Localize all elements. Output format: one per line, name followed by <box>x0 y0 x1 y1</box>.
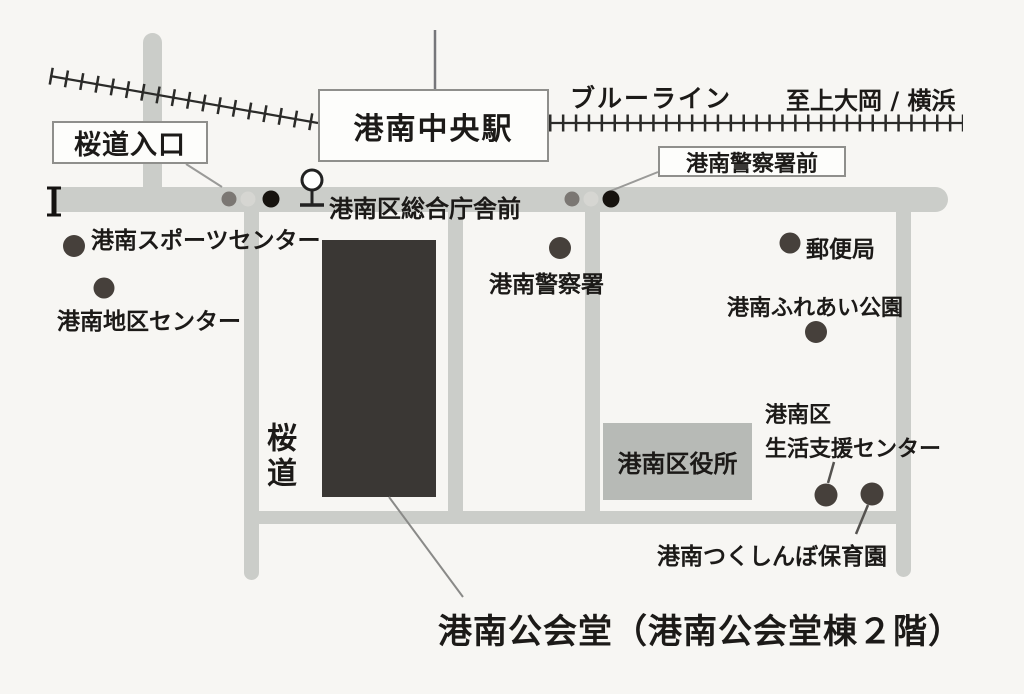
dot-sports-center <box>63 235 85 257</box>
pointer-nursery <box>854 504 870 535</box>
pointer-sakuramichi-entrance <box>185 163 223 188</box>
road-end-marker-icon <box>47 186 61 217</box>
building-konan-public-hall <box>322 240 436 497</box>
sogochosha-stop-label: 港南区総合庁舎前 <box>329 195 521 223</box>
pointer-police-bus-stop <box>607 171 659 193</box>
bus-stop-dots-sogochosha <box>221 190 280 208</box>
bus-dot-black <box>262 190 280 208</box>
police-bus-stop-label: 港南警察署前 <box>685 151 818 177</box>
bus-dot-light <box>583 191 599 207</box>
nursery-label: 港南つくしんぼ保育園 <box>657 544 887 570</box>
dot-fureai-park <box>805 321 827 343</box>
district-center-label: 港南地区センター <box>57 309 241 335</box>
road-bottom-horizontal <box>245 511 911 524</box>
bus-dot-light <box>240 191 256 207</box>
station-box: 港南中央駅 <box>318 89 549 162</box>
ward-office-label: 港南区役所 <box>617 450 738 478</box>
support-center-label: 港南区 生活支援センター <box>765 399 941 467</box>
sakuramichi-entrance-box: 桜道入口 <box>52 121 208 164</box>
dot-support-center <box>814 483 838 507</box>
support-center-line2: 生活支援センター <box>765 437 942 462</box>
map-title: 港南公会堂（港南公会堂棟２階） <box>438 612 963 652</box>
support-center-line1: 港南区 <box>765 403 832 428</box>
direction-label: 至上大岡 / 横浜 <box>786 87 956 115</box>
bus-stop-pole-icon <box>300 168 324 207</box>
road-sakuramichi <box>244 199 259 580</box>
road-middle-vertical-2 <box>585 206 600 523</box>
road-right-vertical <box>896 206 911 577</box>
ward-office-box: 港南区役所 <box>603 423 752 500</box>
bus-dot-black <box>602 190 620 208</box>
road-main-horizontal <box>56 187 948 212</box>
dot-district-center <box>93 277 115 299</box>
pointer-konan-public-hall <box>388 496 464 598</box>
bus-stop-dots-keisatsusho <box>564 190 620 208</box>
pointer-support-center <box>826 461 836 484</box>
bus-dot-gray <box>221 191 237 207</box>
blueline-label: ブルーライン <box>570 84 733 113</box>
sports-center-label: 港南スポーツセンター <box>91 228 321 254</box>
post-office-label: 郵便局 <box>806 237 875 263</box>
police-bus-stop-box: 港南警察署前 <box>658 146 846 177</box>
fureai-park-label: 港南ふれあい公園 <box>727 296 904 321</box>
sakuramichi-label: 桜道 <box>261 422 296 492</box>
road-middle-vertical-1 <box>448 206 463 523</box>
sakuramichi-entrance-label: 桜道入口 <box>74 130 186 161</box>
dot-post-office <box>779 232 801 254</box>
dot-police-station <box>549 237 571 259</box>
police-station-label: 港南警察署 <box>489 272 604 298</box>
railway-line-left <box>48 67 320 132</box>
station-name: 港南中央駅 <box>353 111 514 147</box>
bus-dot-gray <box>564 191 580 207</box>
dot-nursery <box>860 482 884 506</box>
